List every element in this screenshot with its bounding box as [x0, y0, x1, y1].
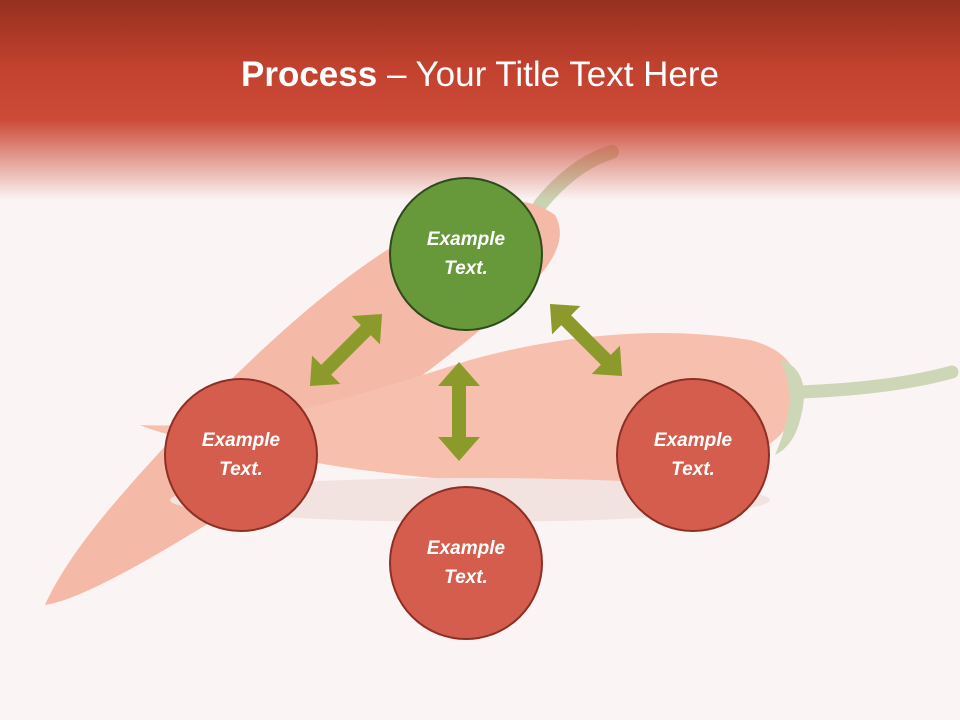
- node-top-line2: Text.: [444, 258, 488, 279]
- node-bottom-line1: Example: [426, 538, 506, 559]
- title-bold: Process: [241, 55, 378, 94]
- node-left-line1: Example: [201, 430, 281, 451]
- slide-title: Process – Your Title Text Here: [0, 52, 960, 98]
- double-arrow-vertical: [438, 362, 480, 461]
- node-left-line2: Text.: [219, 459, 263, 480]
- double-arrow-left-diagonal: [309, 313, 383, 387]
- node-bottom-line2: Text.: [444, 567, 488, 588]
- header-band: [0, 0, 960, 200]
- node-top-line1: Example: [426, 229, 506, 250]
- node-right-line2: Text.: [671, 459, 715, 480]
- title-rest: – Your Title Text Here: [377, 55, 719, 94]
- double-arrow-right-diagonal: [549, 303, 623, 377]
- node-right-line1: Example: [653, 430, 733, 451]
